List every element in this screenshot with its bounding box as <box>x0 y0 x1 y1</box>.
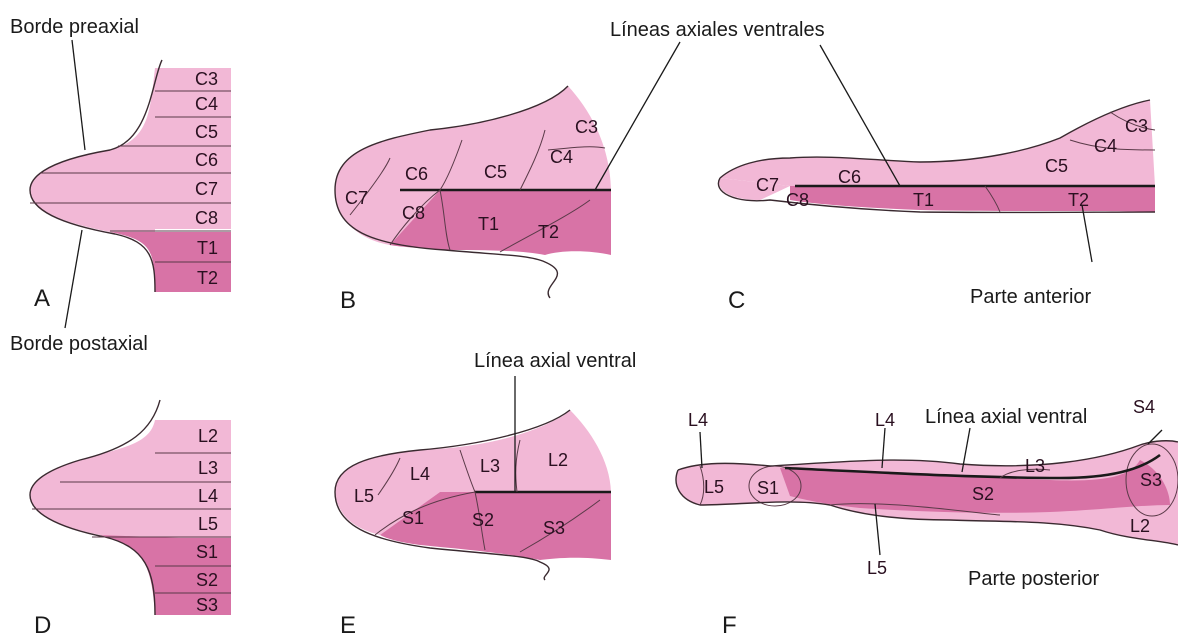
segment-label: C3 <box>195 69 218 89</box>
panel-c: C3 C4 C5 C6 C7 C8 T1 T2 C <box>718 45 1155 314</box>
segment-label: S3 <box>543 518 565 538</box>
segment-label: C5 <box>1045 156 1068 176</box>
segment-label: C6 <box>838 167 861 187</box>
segment-label: T1 <box>197 238 218 258</box>
segment-label: S3 <box>1140 470 1162 490</box>
panel-letter-f: F <box>722 612 737 636</box>
linea-axial-ventral-f-label: Línea axial ventral <box>925 406 1087 428</box>
segment-label: S1 <box>757 478 779 498</box>
segment-label: C8 <box>786 190 809 210</box>
segment-label: S2 <box>196 570 218 590</box>
segment-label: S3 <box>196 595 218 615</box>
segment-label: C4 <box>1094 136 1117 156</box>
segment-label: C6 <box>405 164 428 184</box>
panel-a-light-band <box>155 68 231 229</box>
segment-label: L5 <box>704 477 724 497</box>
panel-letter-b: B <box>340 287 356 314</box>
segment-label: L5 <box>354 486 374 506</box>
segment-label: L3 <box>480 456 500 476</box>
panel-letter-e: E <box>340 612 356 636</box>
segment-label: C6 <box>195 150 218 170</box>
segment-label: C7 <box>756 175 779 195</box>
panel-e-upper <box>335 410 611 492</box>
segment-label: L4 <box>198 486 218 506</box>
segment-label: L3 <box>1025 456 1045 476</box>
segment-label: L4 <box>875 410 895 430</box>
panel-d-dark-band <box>155 538 231 615</box>
segment-label: L4 <box>410 464 430 484</box>
segment-label: C4 <box>195 94 218 114</box>
panel-d: L2 L3 L4 L5 S1 S2 S3 D <box>30 400 231 636</box>
segment-label: C3 <box>1125 116 1148 136</box>
segment-label: S2 <box>472 510 494 530</box>
borde-postaxial-label: Borde postaxial <box>10 333 148 355</box>
segment-label: C5 <box>195 122 218 142</box>
segment-label: S2 <box>972 484 994 504</box>
segment-label: L4 <box>688 410 708 430</box>
segment-label: L5 <box>198 514 218 534</box>
parte-posterior-label: Parte posterior <box>968 568 1100 590</box>
segment-label: S4 <box>1133 397 1155 417</box>
panel-a-bulge <box>30 68 155 232</box>
segment-label: C4 <box>550 147 573 167</box>
borde-preaxial-label: Borde preaxial <box>10 16 139 38</box>
segment-label: C7 <box>195 179 218 199</box>
panel-c-upper <box>720 100 1155 186</box>
panel-letter-a: A <box>34 285 50 312</box>
segment-label: C8 <box>195 208 218 228</box>
segment-label: T2 <box>197 268 218 288</box>
panel-e: L2 L3 L4 L5 S1 S2 S3 E <box>335 376 611 636</box>
parte-anterior-label: Parte anterior <box>970 286 1092 308</box>
segment-label: S1 <box>402 508 424 528</box>
segment-label: C7 <box>345 188 368 208</box>
panel-f: L4 L4 L5 S1 L5 L3 S2 S3 S4 L2 F <box>676 397 1178 636</box>
segment-label: L2 <box>548 450 568 470</box>
segment-label: C3 <box>575 117 598 137</box>
linea-axial-ventral-e-label: Línea axial ventral <box>474 350 636 372</box>
segment-label: S1 <box>196 542 218 562</box>
panel-b: C3 C4 C5 C6 C7 C8 T1 T2 B <box>330 42 680 314</box>
segment-label: C5 <box>484 162 507 182</box>
segment-label: T1 <box>913 190 934 210</box>
segment-label: T2 <box>1068 190 1089 210</box>
segment-label: L5 <box>867 558 887 578</box>
panel-letter-d: D <box>34 612 51 636</box>
segment-label: T1 <box>478 214 499 234</box>
segment-label: L2 <box>198 426 218 446</box>
segment-label: L2 <box>1130 516 1150 536</box>
segment-label: C8 <box>402 203 425 223</box>
panel-letter-c: C <box>728 287 745 314</box>
segment-label: T2 <box>538 222 559 242</box>
panel-b-upper <box>335 86 611 190</box>
panel-a: C3 C4 C5 C6 C7 C8 T1 T2 A <box>30 40 231 328</box>
lineas-axiales-ventrales-label: Líneas axiales ventrales <box>610 19 825 41</box>
segment-label: L3 <box>198 458 218 478</box>
